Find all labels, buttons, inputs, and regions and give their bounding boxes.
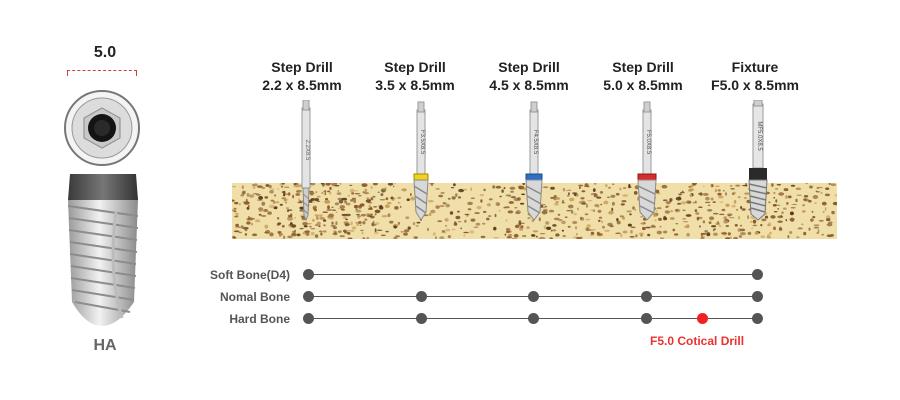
protocol-step-node bbox=[752, 291, 763, 302]
instrument-title: Fixture bbox=[731, 59, 779, 75]
protocol-step-node bbox=[752, 269, 763, 280]
step-drill-2.2: 2.2X8.5 bbox=[301, 100, 311, 222]
protocol-step-node bbox=[303, 269, 314, 280]
instrument-title: Step Drill bbox=[498, 59, 560, 75]
fixture-shaft-text: MF5.0X8.5 bbox=[756, 121, 762, 151]
drill-shaft-text: F3.5X8.5 bbox=[419, 130, 425, 155]
instrument-size: 2.2 x 8.5mm bbox=[262, 77, 342, 93]
protocol-step-node bbox=[641, 313, 652, 324]
implant-top-view bbox=[64, 90, 140, 166]
cortical-drill-annotation: F5.0 Cotical Drill bbox=[650, 334, 745, 348]
protocol-step-node bbox=[303, 291, 314, 302]
protocol-step-node bbox=[303, 313, 314, 324]
implant-side-view bbox=[67, 174, 139, 326]
instrument-size: 4.5 x 8.5mm bbox=[489, 77, 569, 93]
implant-diameter-label: 5.0 bbox=[93, 44, 117, 61]
protocol-step-node bbox=[416, 291, 427, 302]
instrument-size: 5.0 x 8.5mm bbox=[603, 77, 683, 93]
drill-color-ring-yellow bbox=[413, 173, 429, 181]
cortical-drill-step-node bbox=[697, 313, 708, 324]
drill-shaft-text: F5.0X8.5 bbox=[645, 130, 651, 155]
fixture-5.0: MF5.0X8.5 bbox=[748, 100, 768, 221]
drill-shaft-text: F4.5X8.5 bbox=[532, 130, 538, 155]
instrument-illustrations: 2.2X8.5 F3.5X8.5 F4.5X8.5 F5.0X8.5 MF5.0… bbox=[301, 100, 768, 222]
drill-shaft-text: 2.2X8.5 bbox=[304, 140, 310, 161]
protocol-step-node bbox=[641, 291, 652, 302]
protocol-step-node bbox=[528, 313, 539, 324]
instrument-title: Step Drill bbox=[271, 59, 333, 75]
instrument-size: F5.0 x 8.5mm bbox=[711, 77, 799, 93]
row-label-hard-bone: Hard Bone bbox=[229, 312, 290, 326]
instrument-header-5: Fixture F5.0 x 8.5mm bbox=[695, 58, 815, 94]
instrument-title: Step Drill bbox=[612, 59, 674, 75]
instrument-size: 3.5 x 8.5mm bbox=[375, 77, 455, 93]
step-drill-4.5: F4.5X8.5 bbox=[525, 101, 543, 221]
row-line-soft-bone bbox=[308, 274, 758, 275]
implant-surface-label: HA bbox=[93, 337, 117, 354]
implant-illustration bbox=[64, 90, 140, 326]
protocol-step-node bbox=[528, 291, 539, 302]
diameter-dimension-line bbox=[67, 70, 137, 76]
instrument-header-1: Step Drill 2.2 x 8.5mm bbox=[242, 58, 362, 94]
protocol-step-node bbox=[416, 313, 427, 324]
row-label-soft-bone: Soft Bone(D4) bbox=[210, 268, 290, 282]
drill-color-ring-red bbox=[637, 173, 657, 181]
instrument-header-2: Step Drill 3.5 x 8.5mm bbox=[355, 58, 475, 94]
instrument-header-3: Step Drill 4.5 x 8.5mm bbox=[469, 58, 589, 94]
instrument-header-4: Step Drill 5.0 x 8.5mm bbox=[583, 58, 703, 94]
protocol-step-node bbox=[752, 313, 763, 324]
row-label-normal-bone: Nomal Bone bbox=[219, 290, 290, 304]
drill-color-ring-blue bbox=[525, 173, 543, 181]
instrument-title: Step Drill bbox=[384, 59, 446, 75]
step-drill-5.0: F5.0X8.5 bbox=[637, 101, 657, 221]
step-drill-3.5: F3.5X8.5 bbox=[413, 101, 429, 221]
